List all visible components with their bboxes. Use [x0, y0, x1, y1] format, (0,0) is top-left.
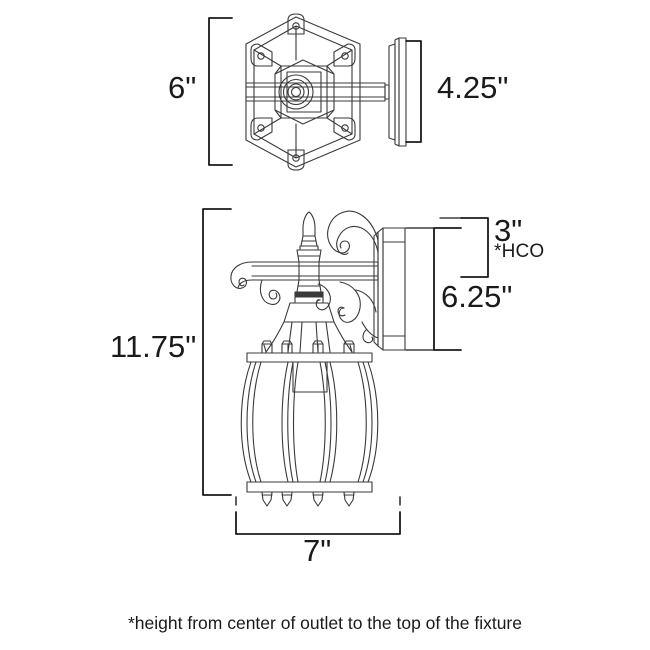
- socket-cup: [292, 361, 328, 393]
- top-view-hexagonal-backplate: [245, 13, 407, 171]
- top-arm-bar: [230, 261, 379, 289]
- top-rail: [246, 340, 373, 363]
- center-column: [294, 261, 324, 298]
- dimension-bracket-1175in: [202, 208, 232, 496]
- footnote-text: *height from center of outlet to the top…: [128, 613, 522, 633]
- dimension-label-top-view-width: 6": [168, 70, 197, 105]
- left-scroll-detail: [259, 279, 281, 305]
- dimension-bracket-6in: [208, 17, 233, 166]
- dimension-bracket-425in: [405, 40, 422, 143]
- right-scroll-detail: [337, 281, 379, 344]
- cross-arm: [245, 82, 386, 102]
- dimension-bracket-7in: [235, 511, 401, 535]
- hexagon-ribs: [253, 25, 353, 159]
- wall-backplate: [373, 227, 406, 351]
- dimension-label-fixture-width: 7": [303, 533, 332, 568]
- dimension-label-outlet-to-top: 3": [494, 213, 523, 248]
- dimension-bracket-3in: [460, 217, 489, 278]
- scroll-arm: [327, 210, 379, 255]
- glass-body: [240, 361, 379, 483]
- dimension-bracket-625in: [433, 227, 462, 351]
- top-rail-bolts: [261, 340, 355, 354]
- dimension-label-backplate-height: 6.25": [441, 279, 513, 314]
- dimension-label-hco-note: *HCO: [494, 241, 545, 262]
- bottom-finials: [261, 491, 355, 507]
- extension-lines-625in: [405, 227, 435, 351]
- shoulder-cap: [265, 296, 353, 353]
- corner-screws: [250, 13, 356, 171]
- cage-uprights-top: [263, 344, 353, 353]
- bottom-rail: [246, 481, 373, 493]
- center-hub: [278, 74, 314, 110]
- extension-line-7in: [235, 496, 401, 506]
- finial: [296, 211, 322, 263]
- dimension-label-top-view-depth: 4.25": [437, 70, 509, 105]
- dimension-label-fixture-height: 11.75": [110, 329, 197, 364]
- wall-mount-plate: [384, 37, 407, 147]
- hexagon-plate: [245, 16, 361, 168]
- side-elevation-wall-lantern: [230, 210, 406, 507]
